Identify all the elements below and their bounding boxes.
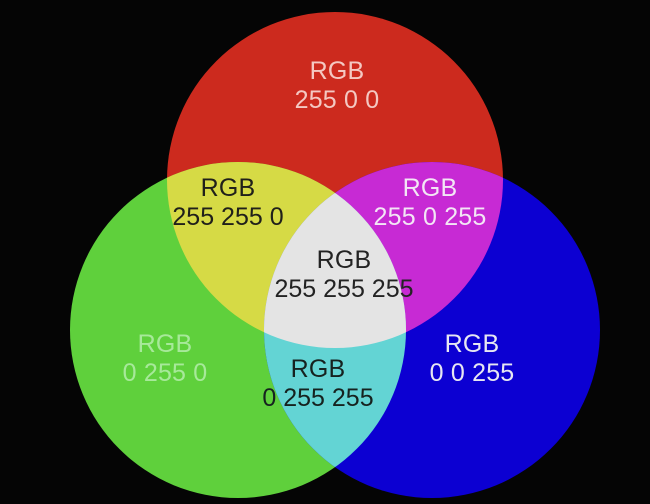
rgb-venn-diagram: RGB 255 0 0 RGB 255 255 0 RGB 255 0 255 … bbox=[70, 12, 600, 498]
venn-circles-svg bbox=[70, 12, 600, 498]
